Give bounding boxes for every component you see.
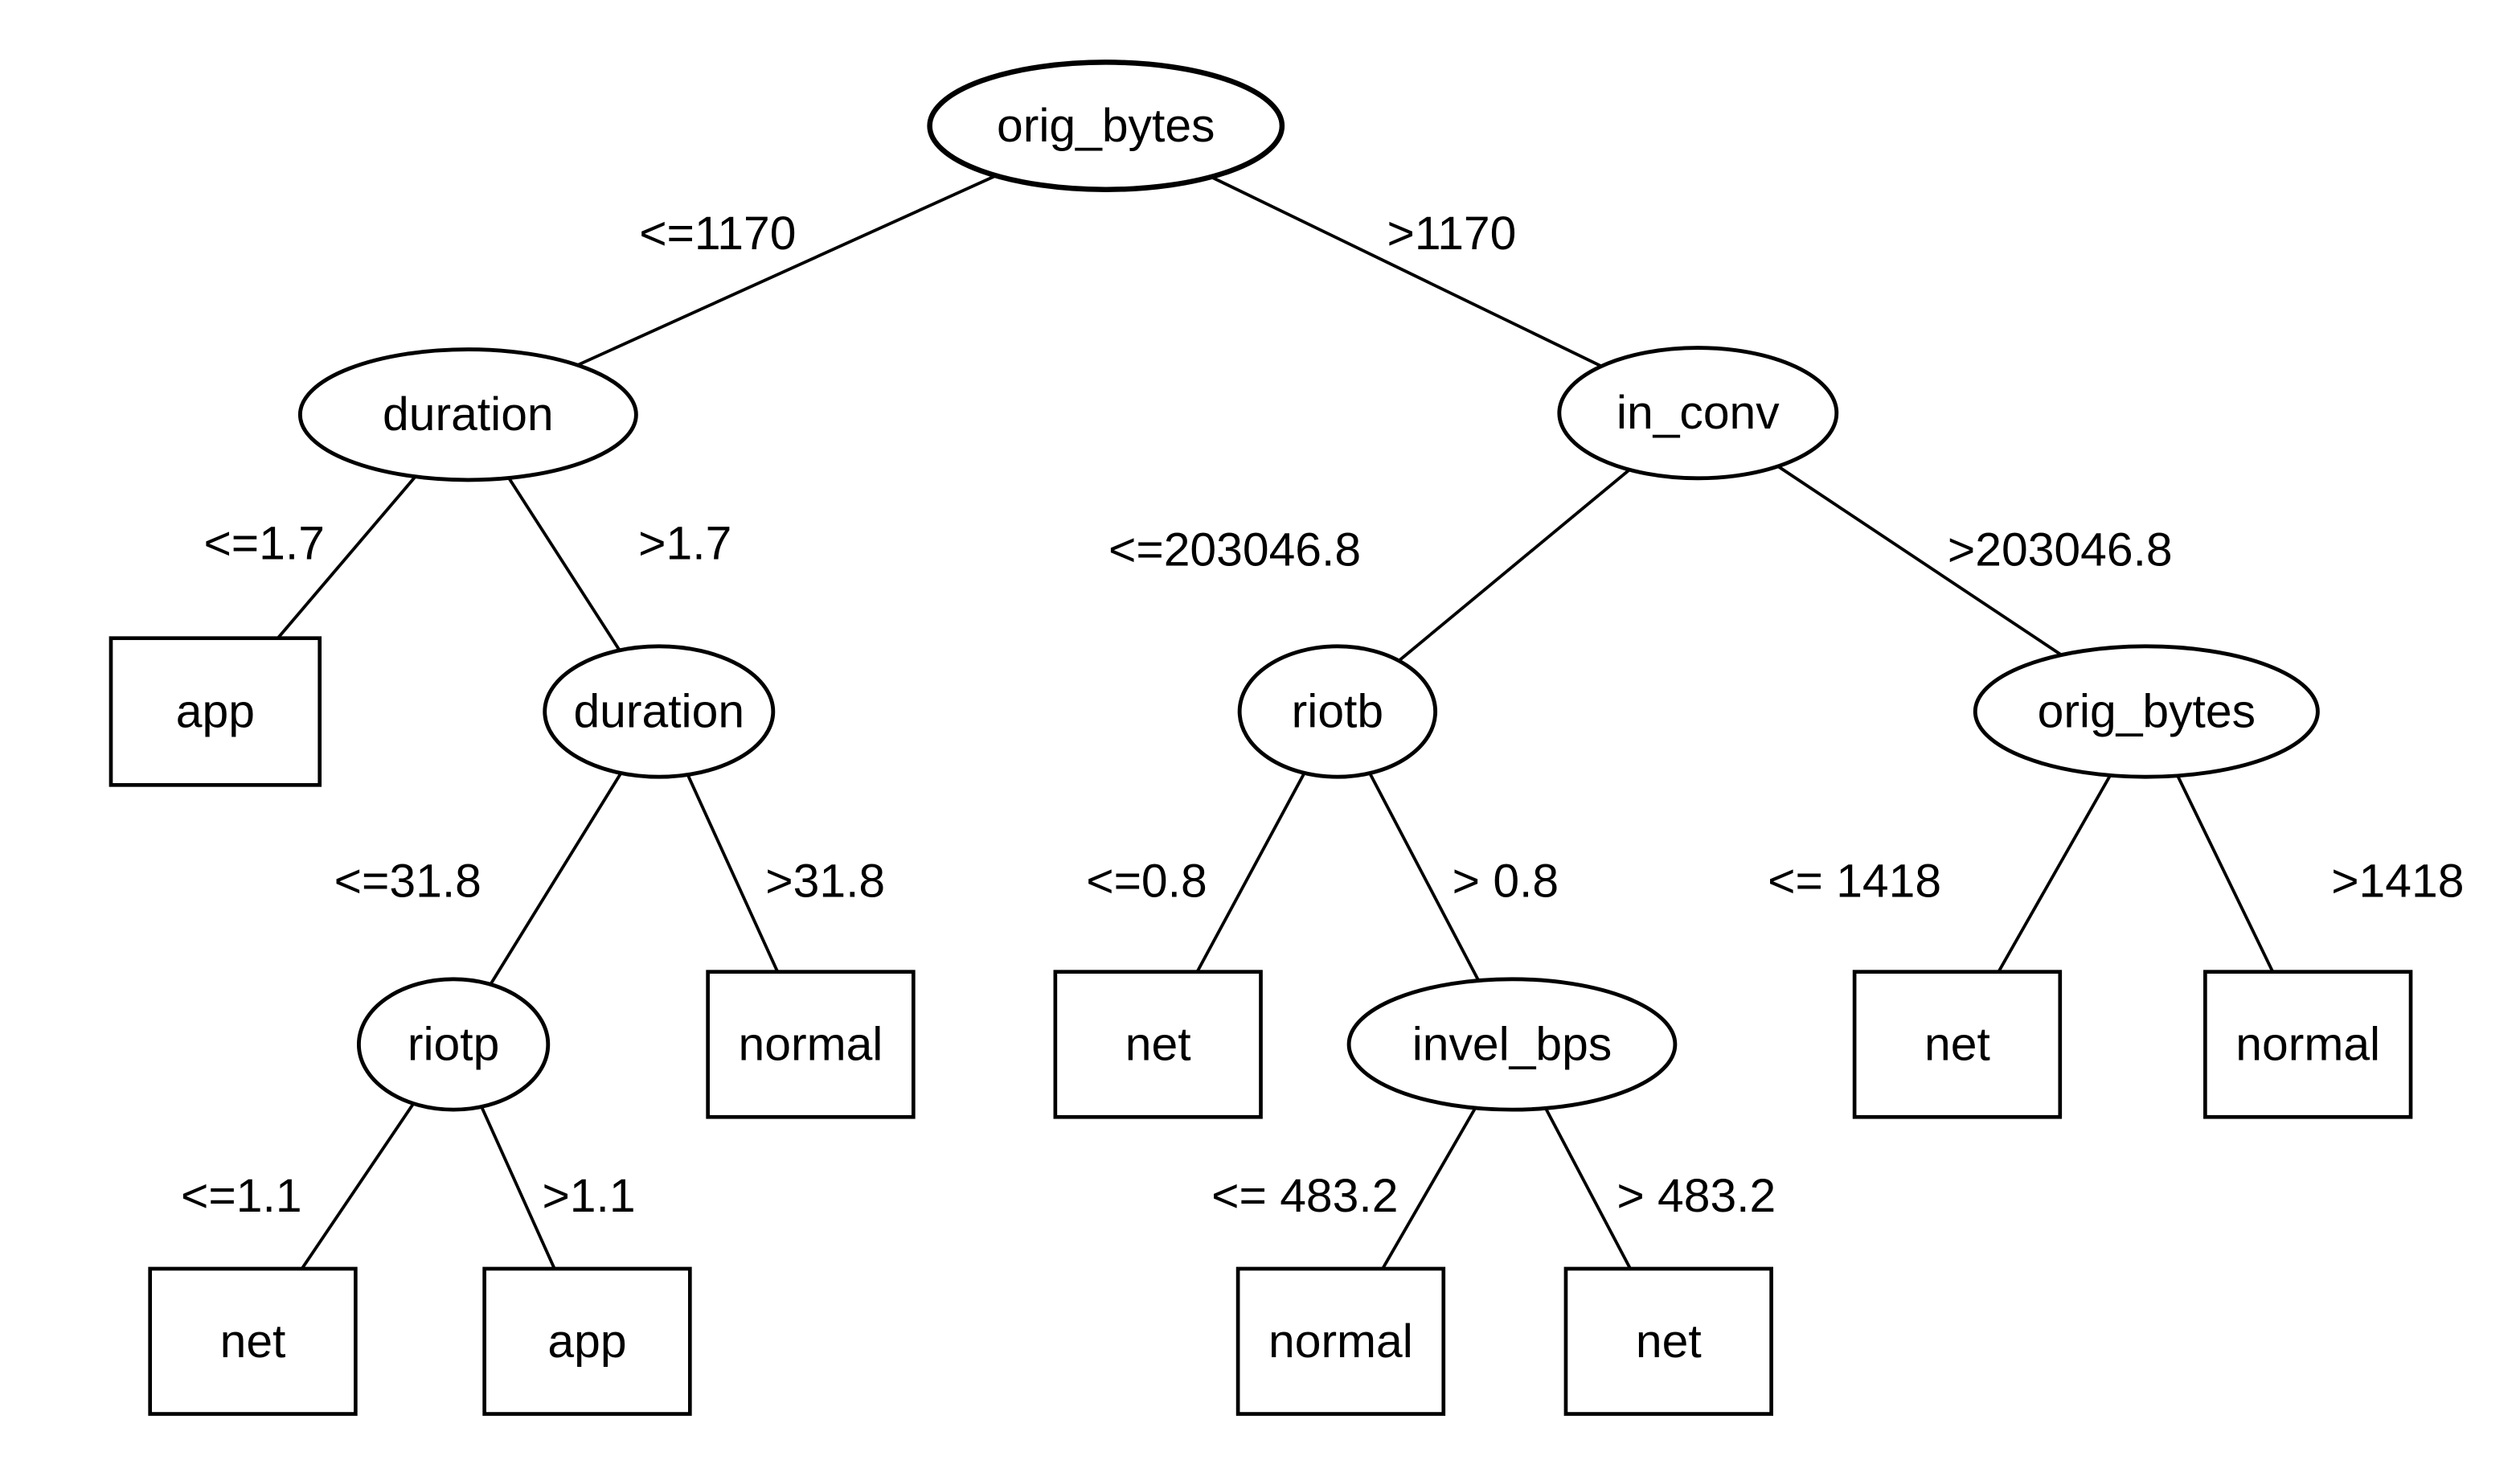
node-label: net bbox=[220, 1315, 286, 1368]
edge-threshold-label: <= 1418 bbox=[1768, 855, 1941, 908]
node-rect bbox=[706, 970, 916, 1119]
node-label: net bbox=[1125, 1018, 1191, 1070]
node-ellipse bbox=[297, 347, 638, 482]
node-label: net bbox=[1924, 1018, 1990, 1070]
node-label: riotp bbox=[408, 1018, 499, 1070]
decision-node-riotp: riotp bbox=[356, 977, 551, 1112]
edge-threshold-label: >1170 bbox=[1387, 207, 1516, 260]
leaf-node-leaf_normal_3: normal bbox=[1235, 1266, 1446, 1416]
node-rect bbox=[1852, 970, 2063, 1119]
edge-threshold-label: <=1170 bbox=[639, 207, 796, 260]
decision-node-duration_l2: duration bbox=[297, 347, 638, 482]
node-ellipse bbox=[1237, 644, 1438, 779]
node-label: orig_bytes bbox=[997, 100, 1215, 152]
node-label: normal bbox=[1268, 1315, 1413, 1368]
edge-threshold-label: > 483.2 bbox=[1616, 1170, 1776, 1222]
leaf-node-leaf_app_1: app bbox=[109, 636, 322, 787]
edge-threshold-label: >31.8 bbox=[765, 855, 885, 908]
edge-threshold-label: >203046.8 bbox=[1948, 524, 2173, 576]
decision-node-invel_bps: invel_bps bbox=[1346, 977, 1678, 1112]
node-label: net bbox=[1636, 1315, 1702, 1368]
edge-threshold-label: <=1.1 bbox=[181, 1170, 302, 1222]
edge-threshold-label: <= 483.2 bbox=[1211, 1170, 1398, 1222]
node-label: riotb bbox=[1292, 686, 1383, 738]
node-ellipse bbox=[927, 59, 1285, 192]
edge-threshold-label: >1.7 bbox=[638, 518, 731, 570]
node-label: app bbox=[176, 686, 255, 738]
leaf-node-leaf_net_3: net bbox=[148, 1266, 358, 1416]
node-label: normal bbox=[739, 1018, 883, 1070]
edge-labels-layer: <=1170 >1170 <=1.7 >1.7 <=203046.8 >203046.8 <… bbox=[181, 207, 2464, 1222]
decision-node-root_orig_bytes: orig_bytes bbox=[927, 59, 1285, 192]
leaf-node-leaf_net_4: net bbox=[1563, 1266, 1773, 1416]
node-label: app bbox=[547, 1315, 626, 1368]
node-label: duration bbox=[383, 388, 554, 441]
node-ellipse bbox=[543, 644, 776, 779]
leaf-node-leaf_net_1: net bbox=[1053, 970, 1263, 1119]
edge-threshold-label: <=31.8 bbox=[334, 855, 481, 908]
node-label: orig_bytes bbox=[2038, 686, 2256, 738]
leaf-node-leaf_normal_2: normal bbox=[2203, 970, 2413, 1119]
edge-threshold-label: > 0.8 bbox=[1453, 855, 1559, 908]
edge-threshold-label: <=1.7 bbox=[203, 518, 325, 570]
node-ellipse bbox=[356, 977, 551, 1112]
edge-threshold-label: >1418 bbox=[2331, 855, 2464, 908]
node-rect bbox=[1235, 1266, 1446, 1416]
decision-node-riotb: riotb bbox=[1237, 644, 1438, 779]
node-label: normal bbox=[2235, 1018, 2380, 1070]
decision-node-duration_l3: duration bbox=[543, 644, 776, 779]
node-label: invel_bps bbox=[1412, 1018, 1612, 1070]
node-label: in_conv bbox=[1616, 387, 1780, 439]
node-rect bbox=[148, 1266, 358, 1416]
decision-node-orig_bytes_l3: orig_bytes bbox=[1973, 644, 2320, 779]
node-rect bbox=[482, 1266, 692, 1416]
node-ellipse bbox=[1973, 644, 2320, 779]
node-rect bbox=[1053, 970, 1263, 1119]
leaf-node-leaf_normal_1: normal bbox=[706, 970, 916, 1119]
edge-threshold-label: <=0.8 bbox=[1086, 855, 1207, 908]
node-rect bbox=[109, 636, 322, 787]
edge-threshold-label: >1.1 bbox=[542, 1170, 635, 1222]
decision-node-in_conv: in_conv bbox=[1557, 346, 1839, 481]
node-rect bbox=[1563, 1266, 1773, 1416]
node-ellipse bbox=[1346, 977, 1678, 1112]
node-ellipse bbox=[1557, 346, 1839, 481]
leaf-node-leaf_net_2: net bbox=[1852, 970, 2063, 1119]
leaf-node-leaf_app_2: app bbox=[482, 1266, 692, 1416]
edge-threshold-label: <=203046.8 bbox=[1108, 524, 1361, 576]
node-label: duration bbox=[573, 686, 744, 738]
node-rect bbox=[2203, 970, 2413, 1119]
